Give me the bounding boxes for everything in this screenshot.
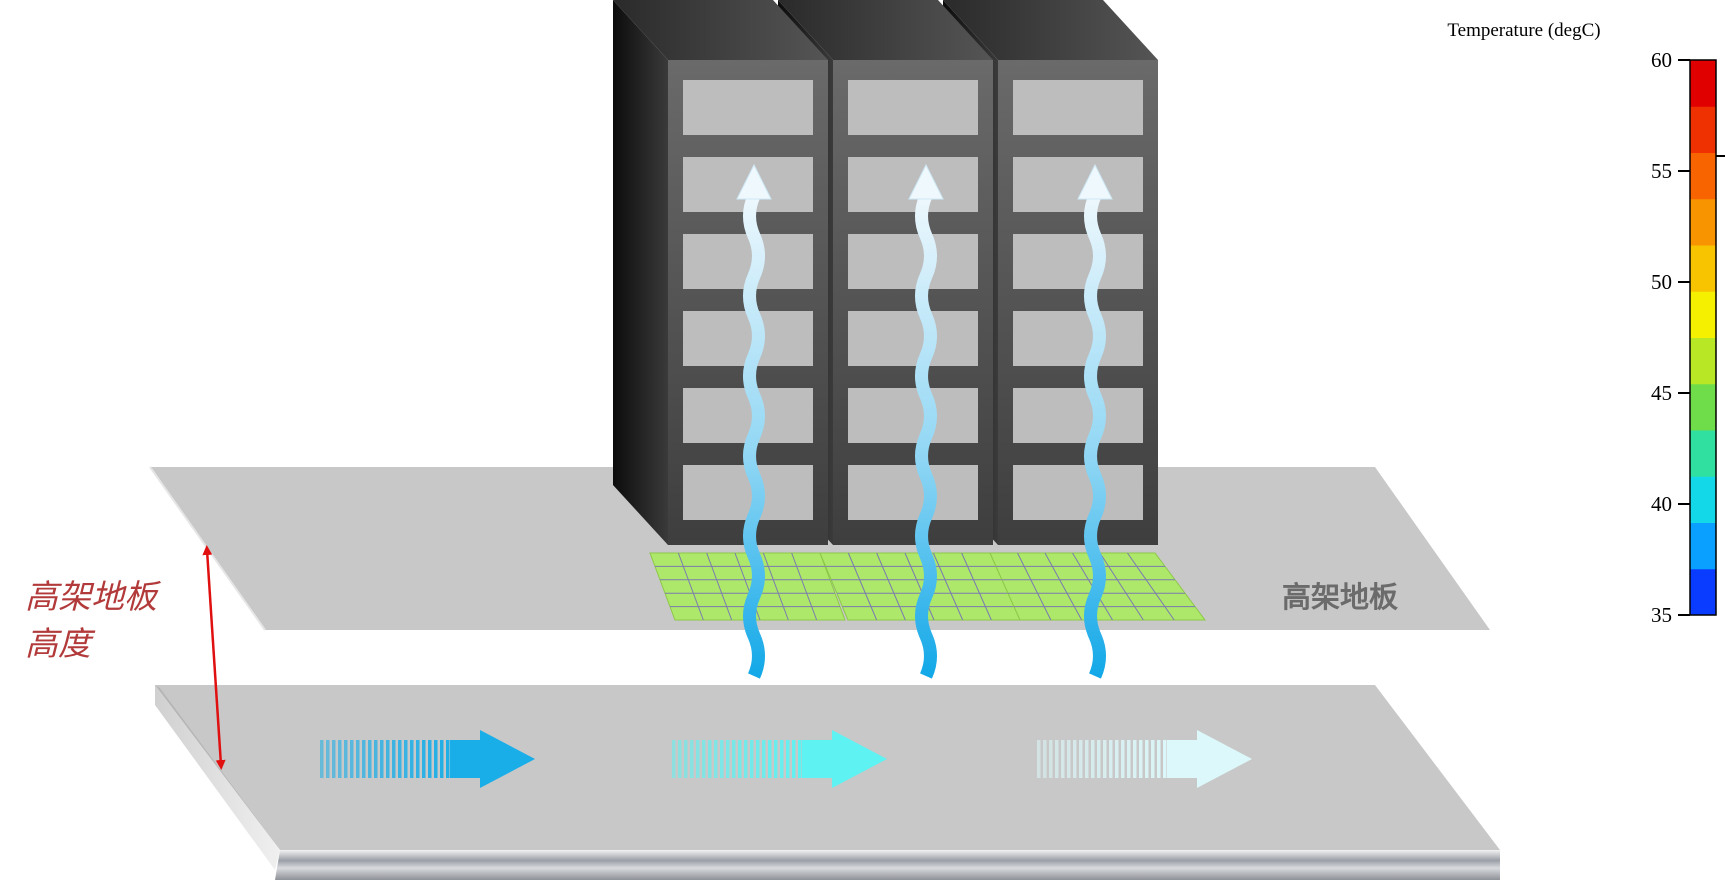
rack-3-slot-3 xyxy=(1013,234,1143,289)
rack-3-slot-6 xyxy=(1013,465,1143,520)
rising-airflow-1 xyxy=(736,163,772,679)
rising-airflow-arrows xyxy=(736,163,1113,679)
floor-height-label-line1: 高架地板 xyxy=(25,577,161,616)
server-rack-1 xyxy=(613,0,828,545)
perforated-floor-tiles xyxy=(649,552,1206,621)
underfloor-arrow-2 xyxy=(672,730,887,788)
rising-airflow-2 xyxy=(908,163,944,679)
rack-1-slot-1 xyxy=(683,80,813,135)
colorbar-tick-35: 35 xyxy=(1651,603,1672,627)
raised-floor-label: 高架地板 xyxy=(1282,580,1399,614)
rack-3-slot-2 xyxy=(1013,157,1143,212)
rack-3-slot-4 xyxy=(1013,311,1143,366)
rising-airflow-3 xyxy=(1077,163,1113,679)
rack-2-slot-4 xyxy=(848,311,978,366)
colorbar-tick-50: 50 xyxy=(1651,270,1672,294)
server-rack-3 xyxy=(943,0,1158,545)
underfloor-airflow-arrows xyxy=(320,730,1252,788)
colorbar-title: Temperature (degC) xyxy=(1447,20,1600,41)
rack-3-slot-1 xyxy=(1013,80,1143,135)
colorbar-gradient xyxy=(1689,59,1717,616)
rack-2-slot-1 xyxy=(848,80,978,135)
server-racks xyxy=(613,0,1158,545)
perforated-tile-2 xyxy=(819,552,1021,621)
underfloor-arrow-1 xyxy=(320,730,535,788)
rack-2-slot-2 xyxy=(848,157,978,212)
colorbar-tick-40: 40 xyxy=(1651,492,1672,516)
floor-height-label-line2: 高度 xyxy=(25,624,96,663)
floor-height-arrow xyxy=(202,545,226,770)
subfloor-slab xyxy=(155,685,1500,880)
colorbar-tick-60: 60 xyxy=(1651,48,1672,72)
rack-3-slot-5 xyxy=(1013,388,1143,443)
colorbar-tick-55: 55 xyxy=(1651,159,1672,183)
underfloor-arrow-3 xyxy=(1037,730,1252,788)
rack-2-slot-5 xyxy=(848,388,978,443)
temperature-colorbar: Temperature (degC) 60 55 50 45 40 35 xyxy=(1447,20,1725,627)
rack-2-slot-6 xyxy=(848,465,978,520)
colorbar-ticks: 60 55 50 45 40 35 xyxy=(1651,48,1725,627)
rack-2-slot-3 xyxy=(848,234,978,289)
colorbar-tick-45: 45 xyxy=(1651,381,1672,405)
